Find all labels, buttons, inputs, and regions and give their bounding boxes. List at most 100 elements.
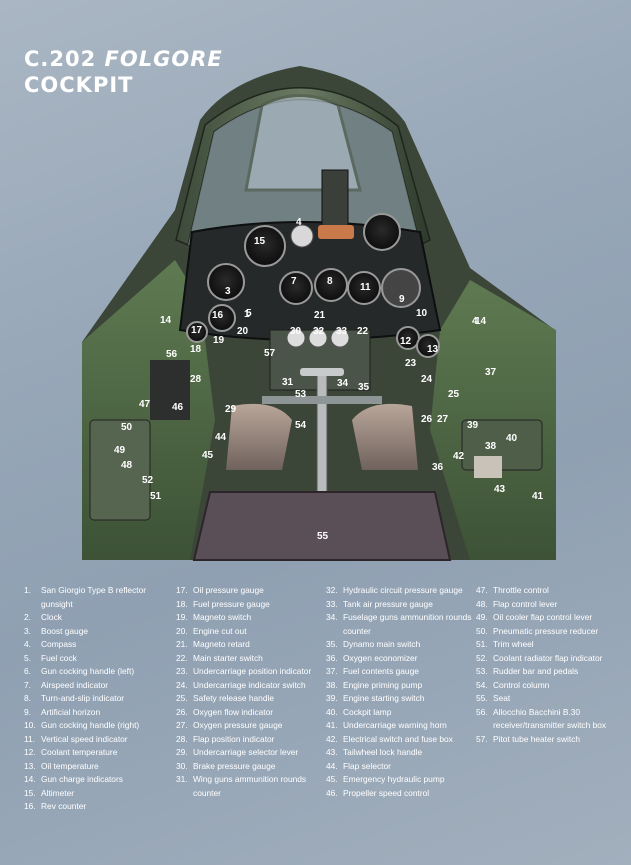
callout-number: 39 (467, 420, 479, 431)
legend-item-number: 19. (176, 612, 188, 622)
legend-item: 36.Oxygen economizer (326, 652, 476, 666)
legend-item: 25.Safety release handle (176, 692, 326, 706)
legend-item-text: Magneto retard (193, 639, 250, 649)
legend-item-number: 52. (476, 652, 488, 663)
callout-number: 17 (191, 325, 203, 336)
legend-item-text: Electrical switch and fuse box (343, 733, 453, 744)
legend-item-number: 3. (24, 625, 31, 636)
legend-item: 54.Control column (476, 679, 628, 693)
left-rudder-pedal (226, 403, 292, 470)
legend-item: 5.Fuel cock (24, 652, 172, 666)
legend-item-number: 56. (476, 706, 488, 717)
legend-item: 3.Boost gauge (24, 625, 172, 639)
legend-item-text: Brake pressure gauge (193, 760, 276, 771)
legend-item-text: Engine starting switch (343, 693, 425, 703)
legend-item: 52. Coolant radiator flap indicator (476, 652, 628, 666)
legend-item: 13. Oil temperature (24, 760, 172, 774)
legend-item: 6.Gun cocking handle (left) (24, 665, 172, 679)
legend-item-text: Cockpit lamp (343, 706, 392, 717)
legend-item-number: 6. (24, 666, 31, 676)
legend-item-text: Clock (41, 612, 62, 622)
legend-item: 46.Propeller speed control (326, 787, 476, 801)
legend-item-text: Oil pressure gauge (193, 585, 264, 595)
callout-number: 52 (142, 475, 154, 486)
legend-item-number: 51. (476, 639, 488, 649)
legend-item-number: 7. (24, 679, 31, 690)
legend-item-text: Oil temperature (41, 760, 99, 771)
legend-item-text: Tailwheel lock handle (343, 747, 423, 757)
callout-number: 42 (453, 451, 465, 462)
legend-item: 38.Engine priming pump (326, 679, 476, 693)
legend-item: 55.Seat (476, 692, 628, 706)
legend-item-number: 53. (476, 666, 488, 676)
legend-item: 32.Hydraulic circuit pressure gauge (326, 584, 476, 598)
legend-item-text: Compass (41, 639, 77, 649)
legend-item: 24.Undercarriage indicator switch (176, 679, 326, 693)
legend-item-number: 13. (24, 760, 36, 771)
legend-item-text: Fuel pressure gauge (193, 598, 270, 609)
title-line-1: C.202 FOLGORE (24, 47, 223, 71)
legend-item: 47.Throttle control (476, 584, 628, 598)
legend-item-number: 37. (326, 666, 338, 676)
legend-item: 45.Emergency hydraulic pump (326, 773, 476, 787)
legend-item-text: Pitot tube heater switch (493, 733, 581, 744)
legend-item-number: 18. (176, 598, 188, 609)
legend-item-text: Flap selector (343, 760, 391, 771)
legend-item-number: 55. (476, 693, 488, 703)
legend-item: 41.Undercarriage warning horn (326, 719, 476, 733)
legend-item-number: 27. (176, 720, 188, 730)
callout-number: 8 (327, 276, 333, 287)
callout-number: 23 (405, 358, 417, 369)
callout-number: 34 (337, 378, 349, 389)
legend-item: 19.Magneto switch (176, 611, 326, 625)
callout-number: 4 (472, 316, 478, 327)
legend-item-number: 46. (326, 787, 338, 798)
control-grip (300, 368, 344, 376)
legend-item-text: Dynamo main switch (343, 639, 421, 649)
callout-number: 55 (317, 531, 329, 542)
legend-item-number: 10. (24, 720, 36, 730)
legend-item-number: 28. (176, 733, 188, 744)
legend-item: 10.Gun cocking handle (right) (24, 719, 172, 733)
title-aircraft-name: FOLGORE (104, 47, 223, 71)
legend-item-number: 57. (476, 733, 488, 744)
legend-item-text: Safety release handle (193, 693, 275, 703)
callout-number: 27 (437, 414, 449, 425)
legend-item: 35.Dynamo main switch (326, 638, 476, 652)
legend-item: 21.Magneto retard (176, 638, 326, 652)
legend-item-text: Gun charge indicators (41, 774, 123, 784)
legend-item-number: 1. (24, 585, 31, 595)
legend-item-text: Fuselage guns ammunition rounds counter (343, 612, 472, 636)
callout-number: 28 (190, 374, 202, 385)
callout-number: 12 (400, 336, 412, 347)
legend-item-text: Undercarriage indicator switch (193, 679, 306, 690)
legend-item-text: Engine priming pump (343, 679, 423, 690)
legend-item-text: Rudder bar and pedals (493, 666, 579, 676)
legend-item: 33.Tank air pressure gauge (326, 598, 476, 612)
callout-number: 11 (360, 282, 371, 293)
callout-number: 20 (237, 326, 249, 337)
callout-number: 51 (150, 491, 162, 502)
legend-item: 57. Pitot tube heater switch (476, 733, 628, 747)
legend-item: 30.Brake pressure gauge (176, 760, 326, 774)
poster-title: C.202 FOLGORE COCKPIT (24, 46, 223, 98)
fuse-box (474, 456, 502, 478)
legend-item-text: Hydraulic circuit pressure gauge (343, 585, 463, 595)
callout-number: 41 (532, 491, 544, 502)
front-windscreen-panel (244, 94, 362, 192)
legend-item: 37.Fuel contents gauge (326, 665, 476, 679)
callout-number: 18 (190, 344, 202, 355)
legend-item-text: Allocchio Bacchini B.30 receiver/transmi… (493, 706, 607, 731)
legend-item: 50.Pneumatic pressure reducer (476, 625, 628, 639)
legend-item-number: 4. (24, 639, 31, 649)
legend-item-number: 42. (326, 733, 338, 744)
legend-item-text: Coolant radiator flap indicator (493, 652, 603, 663)
legend-item-text: Flap position indicator (193, 733, 275, 744)
callout-number: 57 (264, 348, 276, 359)
legend-item-number: 47. (476, 585, 488, 595)
legend-item-number: 17. (176, 585, 188, 595)
legend-item-number: 23. (176, 666, 188, 676)
legend-item-number: 31. (176, 774, 188, 784)
legend-item: 48.Flap control lever (476, 598, 628, 612)
legend-item-text: Pneumatic pressure reducer (493, 625, 599, 636)
